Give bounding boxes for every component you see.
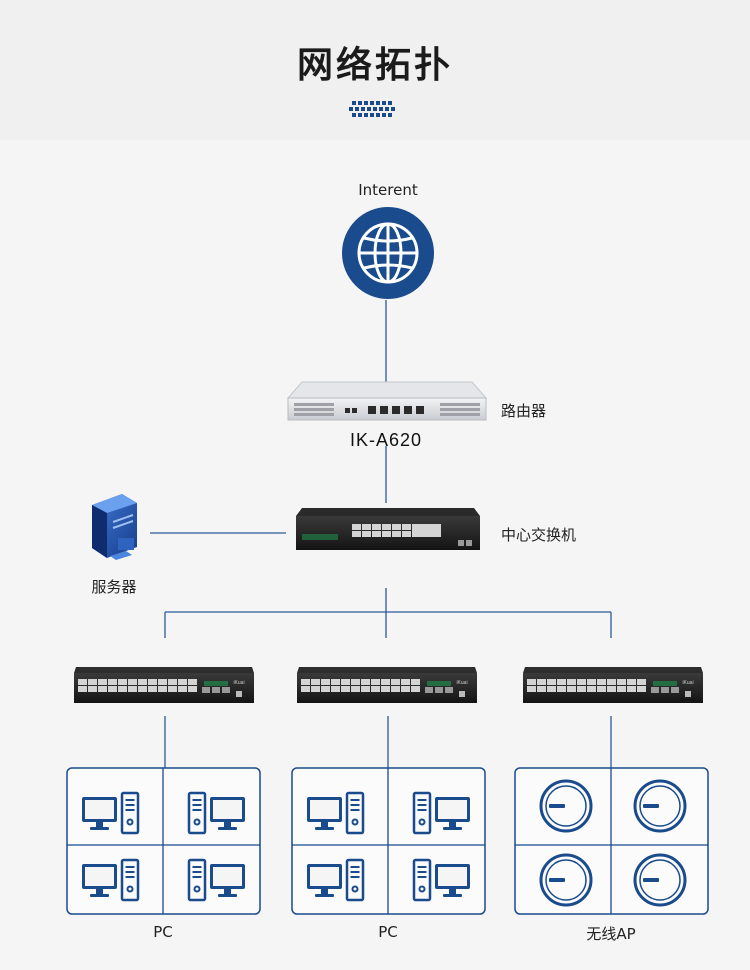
- router-device: [286, 381, 488, 421]
- core-switch-label: 中心交换机: [501, 526, 577, 544]
- router-model: IK-A620: [349, 430, 423, 450]
- access-switch-1: [74, 667, 254, 703]
- group-label-pc-1: PC: [153, 923, 173, 941]
- header-band: [0, 0, 750, 140]
- group-label-pc-2: PC: [378, 923, 398, 941]
- globe-icon: [342, 207, 434, 299]
- access-switch-3: [523, 667, 703, 703]
- internet-label: Interent: [358, 181, 418, 199]
- access-switch-2: [297, 667, 477, 703]
- server-tower-icon: [92, 494, 137, 560]
- title-decoration-icon: [349, 101, 395, 117]
- router-label: 路由器: [501, 402, 547, 420]
- group-label-ap: 无线AP: [586, 925, 636, 943]
- server-label: 服务器: [91, 578, 137, 596]
- core-switch-device: [296, 508, 480, 550]
- connection-lines: [150, 300, 612, 768]
- page-title: 网络拓扑: [296, 45, 453, 86]
